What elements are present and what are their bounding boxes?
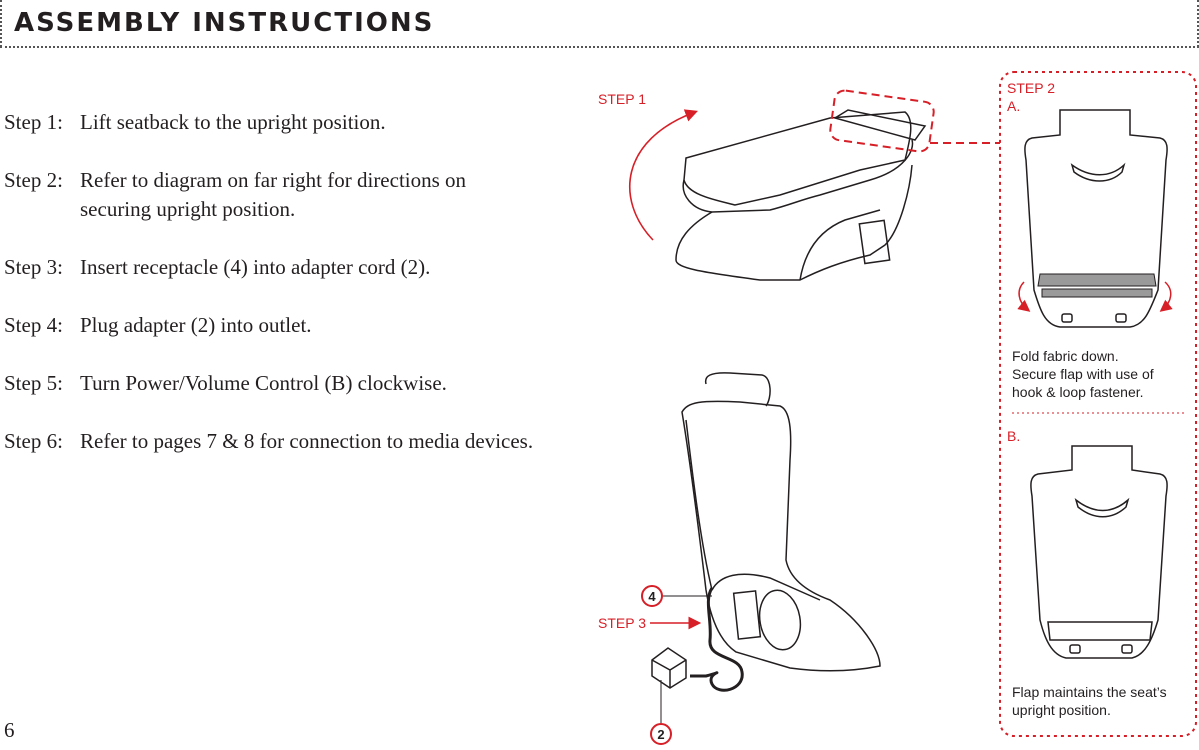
fabric-flap	[1037, 273, 1157, 298]
panel-a-note-line-3: hook & loop fastener.	[1012, 384, 1144, 400]
panel-a-label: A.	[1007, 98, 1020, 114]
step-number: Step 6:	[4, 429, 63, 453]
step-number: Step 4:	[4, 313, 63, 337]
steps-list: Step 1: Lift seatback to the upright posi…	[4, 108, 644, 485]
panel-a-note-line-1: Fold fabric down.	[1012, 348, 1119, 364]
panel-a-note-line-2: Secure flap with use of	[1012, 366, 1154, 382]
adapter-cord	[690, 587, 744, 692]
header-border-left	[0, 0, 2, 47]
step-item: Step 4: Plug adapter (2) into outlet.	[4, 311, 644, 340]
badge-2-text: 2	[657, 727, 664, 742]
panel-b-note-line-2: upright position.	[1012, 702, 1111, 718]
step-text: Insert receptacle (4) into adapter cord …	[80, 255, 431, 279]
power-adapter-illustration	[651, 647, 687, 689]
step2-panel-border	[999, 71, 1197, 737]
step-item: Step 1: Lift seatback to the upright posi…	[4, 108, 644, 137]
step-number: Step 2:	[4, 168, 63, 192]
receptacle-badge: 4	[641, 585, 663, 607]
panel-b-note-line-1: Flap maintains the seat’s	[1012, 684, 1167, 700]
header-divider	[0, 46, 1199, 48]
panel-b-label: B.	[1007, 428, 1020, 444]
step3-label: STEP 3	[598, 615, 646, 631]
fold-arrow-right	[1159, 281, 1173, 312]
seatback-view-a	[1024, 109, 1168, 328]
headrest-highlight	[829, 89, 935, 153]
step-text: Refer to pages 7 & 8 for connection to m…	[80, 429, 534, 453]
upright-chair-illustration	[681, 372, 881, 672]
badge-4-text: 4	[648, 589, 656, 604]
page-number: 6	[4, 718, 15, 742]
step-text: Lift seatback to the upright position.	[80, 110, 386, 134]
step-item: Step 6: Refer to pages 7 & 8 for connecti…	[4, 427, 644, 456]
step-item: Step 5: Turn Power/Volume Control (B) clo…	[4, 369, 644, 398]
step-item: Step 2: Refer to diagram on far right for…	[4, 166, 644, 224]
step-number: Step 3:	[4, 255, 63, 279]
fold-arrow-left	[1017, 281, 1031, 312]
step1-label: STEP 1	[598, 91, 646, 107]
folded-chair-illustration	[675, 109, 927, 281]
step-text: Turn Power/Volume Control (B) clockwise.	[80, 371, 447, 395]
step-text: Plug adapter (2) into outlet.	[80, 313, 312, 337]
step2-label: STEP 2	[1007, 80, 1055, 96]
step-item: Step 3: Insert receptacle (4) into adapte…	[4, 253, 644, 282]
adapter-badge: 2	[650, 723, 672, 745]
header-border-right	[1197, 0, 1199, 47]
seatback-view-b	[1030, 445, 1168, 659]
page-title: ASSEMBLY INSTRUCTIONS	[14, 8, 435, 38]
step-text: Refer to diagram on far right for direct…	[80, 168, 467, 221]
step1-arrow	[629, 109, 698, 241]
step-number: Step 1:	[4, 110, 63, 134]
step-number: Step 5:	[4, 371, 63, 395]
